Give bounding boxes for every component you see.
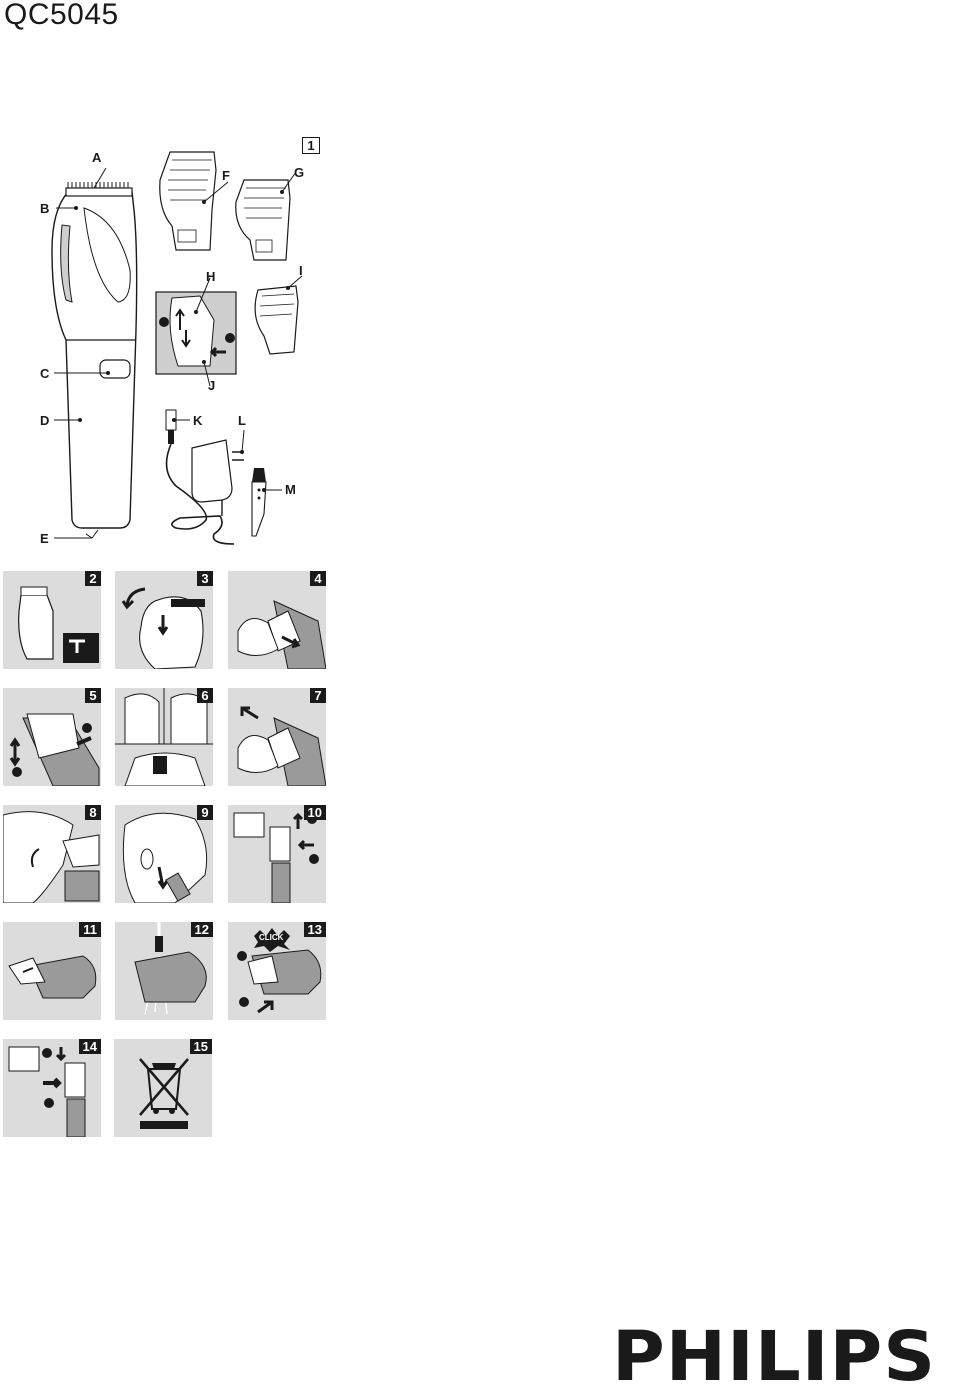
step-number-11: 11 <box>79 922 101 937</box>
recycling-bin-symbol <box>139 1058 189 1129</box>
step-panel-9: 9 <box>115 805 213 903</box>
step-number-9: 9 <box>197 805 213 820</box>
figure-1: 1 <box>0 130 330 550</box>
rinse-trimmer-drawing <box>18 586 99 663</box>
step-number-13: 13 <box>303 922 326 937</box>
step-number-10: 10 <box>303 805 326 820</box>
step-panel-8: 8 <box>3 805 101 903</box>
label-j: J <box>208 378 216 393</box>
product-overview-drawing <box>51 151 303 545</box>
attach-comb-drawing <box>237 706 326 786</box>
step-number-5: 5 <box>85 688 101 703</box>
step-panel-4: 4 <box>228 571 326 669</box>
open-cutting-unit-drawing <box>8 955 97 999</box>
document-title: QC5045 <box>4 0 119 31</box>
step-number-4: 4 <box>310 571 326 586</box>
step-number-7: 7 <box>310 688 326 703</box>
step-number-2: 2 <box>85 571 101 586</box>
step-panel-15: 15 <box>114 1039 212 1137</box>
step-number-6: 6 <box>197 688 213 703</box>
label-e: E <box>40 531 49 546</box>
label-k: K <box>193 413 203 428</box>
label-g: G <box>294 165 305 180</box>
label-i: I <box>299 263 303 278</box>
step-panel-14: 14 <box>3 1039 101 1137</box>
label-b: B <box>40 201 50 216</box>
trim-around-ear-drawing <box>122 812 208 903</box>
label-a: A <box>92 150 102 165</box>
replace-cutting-unit-drawing <box>8 1046 86 1137</box>
close-cutting-unit-drawing <box>237 928 322 1014</box>
adjust-comb-drawing <box>9 713 100 786</box>
label-d: D <box>40 413 50 428</box>
label-f: F <box>222 168 230 183</box>
label-l: L <box>238 413 246 428</box>
step-panel-11: 11 <box>3 922 101 1020</box>
label-m: M <box>285 482 296 497</box>
label-c: C <box>40 366 50 381</box>
brand-logo: PHILIPS <box>612 1316 937 1396</box>
step-number-12: 12 <box>190 922 213 937</box>
step-panel-13: CLICK 13 <box>228 922 326 1020</box>
remove-comb-drawing <box>237 600 326 669</box>
figure-number: 1 <box>302 137 320 154</box>
rinse-cutting-unit-drawing <box>134 922 207 1015</box>
step-panel-6: 6 <box>115 688 213 786</box>
step-number-3: 3 <box>197 571 213 586</box>
step-panel-12: 12 <box>115 922 213 1020</box>
trim-neckline-drawing <box>3 811 100 903</box>
step-number-8: 8 <box>85 805 101 820</box>
step-panel-2: 2 <box>3 571 101 669</box>
step-panel-5: 5 <box>3 688 101 786</box>
step-panel-10: 10 <box>228 805 326 903</box>
step-panel-3: 3 <box>115 571 213 669</box>
trim-sides-drawing <box>115 688 213 786</box>
step-number-14: 14 <box>78 1039 101 1054</box>
label-h: H <box>206 269 216 284</box>
step-number-15: 15 <box>189 1039 212 1054</box>
combing-head-drawing <box>121 587 205 669</box>
click-callout: CLICK <box>259 933 284 942</box>
step-panel-7: 7 <box>228 688 326 786</box>
